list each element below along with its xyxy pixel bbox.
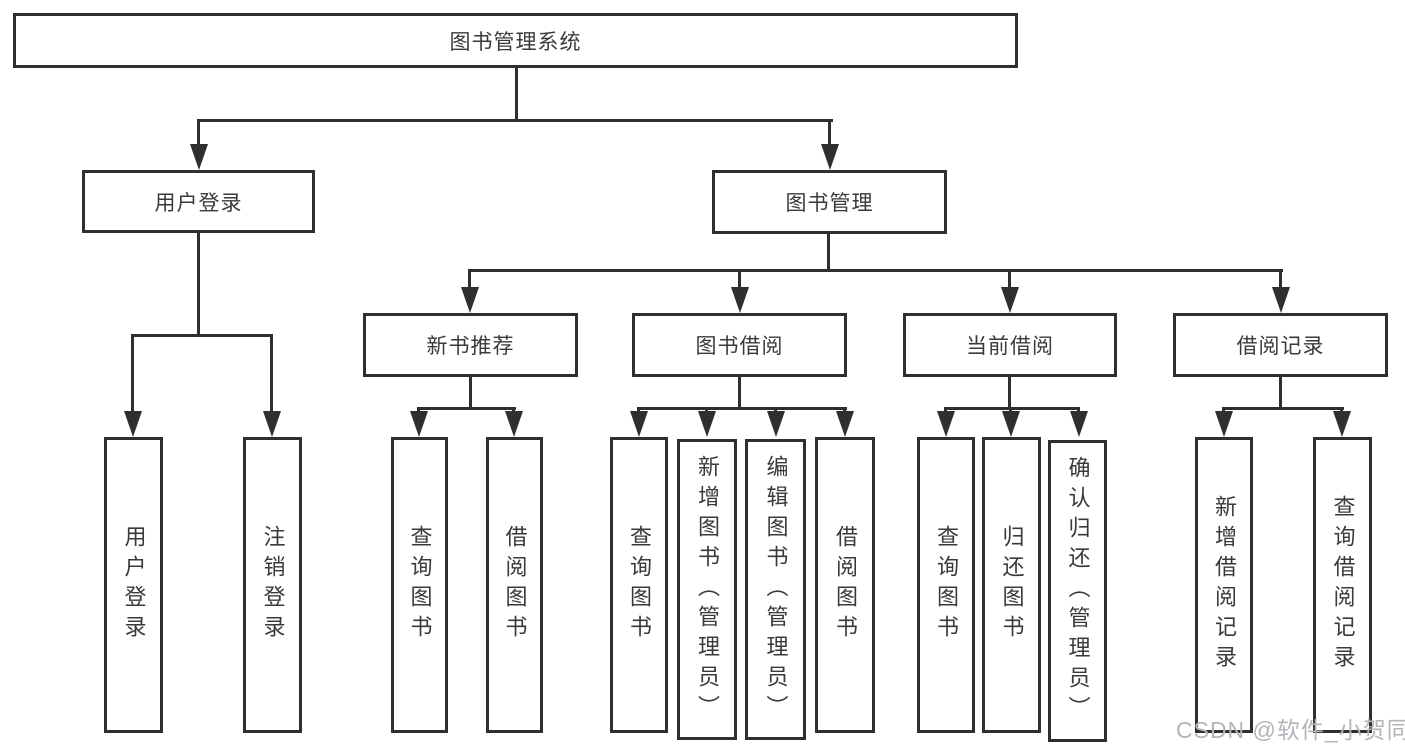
arrow-down-icon: [1002, 411, 1020, 437]
arrow-down-icon: [410, 411, 428, 437]
node-add-book-admin: 新增图书（管理员）: [677, 439, 737, 740]
connector: [469, 377, 472, 408]
arrow-down-icon: [937, 411, 955, 437]
connector: [738, 377, 741, 408]
node-library-system: 图书管理系统: [13, 13, 1018, 68]
node-query-books-2: 查询图书: [610, 437, 668, 733]
arrow-down-icon: [698, 411, 716, 437]
node-borrow-records: 借阅记录: [1173, 313, 1388, 377]
connector: [131, 334, 273, 337]
connector: [637, 407, 847, 410]
node-new-book-recommend: 新书推荐: [363, 313, 578, 377]
connector: [1279, 377, 1282, 408]
node-logout: 注销登录: [243, 437, 302, 733]
node-query-books-3: 查询图书: [917, 437, 975, 733]
node-query-borrow-record: 查询借阅记录: [1313, 437, 1372, 733]
arrow-down-icon: [767, 411, 785, 437]
connector: [827, 234, 830, 270]
arrow-down-icon: [821, 144, 839, 170]
connector: [1008, 269, 1011, 289]
node-user-login-leaf: 用户登录: [104, 437, 163, 733]
arrow-down-icon: [836, 411, 854, 437]
connector: [1279, 269, 1282, 289]
node-current-borrow: 当前借阅: [903, 313, 1117, 377]
connector: [515, 68, 518, 120]
connector: [1008, 377, 1011, 408]
node-query-books-1: 查询图书: [391, 437, 448, 733]
node-return-books: 归还图书: [982, 437, 1041, 733]
arrow-down-icon: [1215, 411, 1233, 437]
arrow-down-icon: [190, 144, 208, 170]
node-confirm-return-admin: 确认归还（管理员）: [1048, 440, 1107, 742]
node-book-management: 图书管理: [712, 170, 947, 234]
connector: [131, 334, 134, 413]
arrow-down-icon: [1001, 287, 1019, 313]
arrow-down-icon: [263, 411, 281, 437]
connector: [468, 269, 471, 289]
arrow-down-icon: [505, 411, 523, 437]
arrow-down-icon: [1272, 287, 1290, 313]
node-add-borrow-record: 新增借阅记录: [1195, 437, 1253, 733]
node-user-login: 用户登录: [82, 170, 315, 233]
connector: [197, 119, 833, 122]
connector: [944, 407, 1080, 410]
arrow-down-icon: [630, 411, 648, 437]
arrow-down-icon: [1070, 411, 1088, 437]
node-book-borrow: 图书借阅: [632, 313, 847, 377]
connector: [738, 269, 741, 289]
connector: [270, 334, 273, 413]
arrow-down-icon: [461, 287, 479, 313]
connector: [197, 233, 200, 335]
connector: [468, 269, 1283, 272]
connector: [828, 119, 831, 147]
watermark: CSDN @软件_小贺同学: [1176, 717, 1405, 743]
connector: [417, 407, 516, 410]
connector: [1222, 407, 1344, 410]
node-edit-book-admin: 编辑图书（管理员）: [745, 439, 806, 740]
arrow-down-icon: [731, 287, 749, 313]
node-borrow-books-2: 借阅图书: [815, 437, 875, 733]
arrow-down-icon: [124, 411, 142, 437]
connector: [197, 119, 200, 147]
node-borrow-books-1: 借阅图书: [486, 437, 543, 733]
arrow-down-icon: [1333, 411, 1351, 437]
